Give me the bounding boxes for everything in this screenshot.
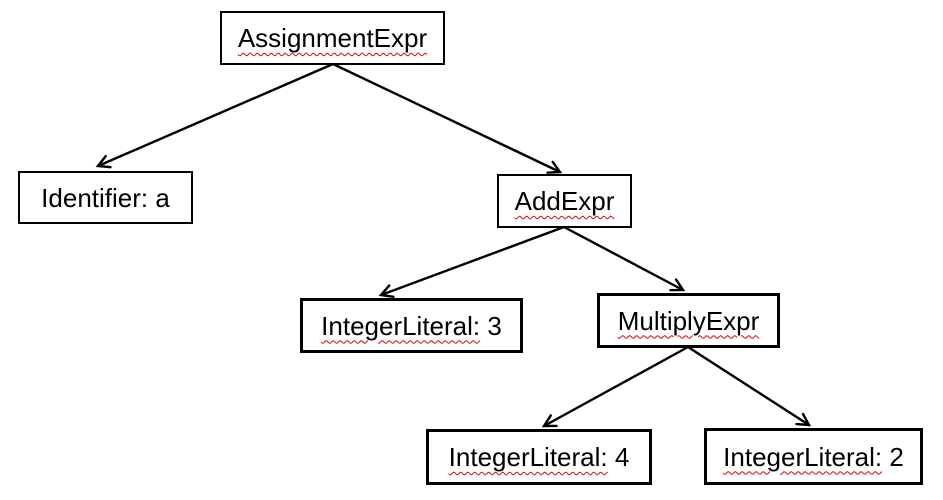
node-label-misspelled: AssignmentExpr bbox=[237, 23, 428, 53]
tree-node-multiplyexpr: MultiplyExpr bbox=[597, 293, 780, 348]
node-label-misspelled: IntegerLiteral: bbox=[448, 442, 608, 472]
node-label: 2 bbox=[882, 441, 904, 472]
node-label-misspelled: IntegerLiteral: bbox=[723, 441, 883, 472]
edge-multiplyexpr-integerliteral-2 bbox=[687, 345, 812, 427]
node-label: Identifier: a bbox=[41, 182, 170, 213]
tree-node-integerliteral-4: IntegerLiteral: 4 bbox=[426, 429, 652, 485]
edge-multiplyexpr-integerliteral-4 bbox=[541, 345, 689, 428]
tree-node-integerliteral-2: IntegerLiteral: 2 bbox=[704, 428, 923, 485]
tree-node-identifier-a: Identifier: a bbox=[18, 171, 193, 224]
edge-addexpr-integerliteral-3 bbox=[378, 225, 565, 298]
edge-assignmentexpr-identifier-a bbox=[95, 62, 334, 169]
node-label: 4 bbox=[607, 442, 630, 472]
tree-node-integerliteral-3: IntegerLiteral: 3 bbox=[300, 298, 523, 353]
node-label: 3 bbox=[480, 310, 502, 341]
tree-node-addexpr: AddExpr bbox=[497, 174, 632, 228]
node-label-misspelled: AddExpr bbox=[514, 186, 615, 216]
tree-node-assignmentexpr: AssignmentExpr bbox=[220, 11, 445, 65]
node-label-misspelled: IntegerLiteral: bbox=[321, 310, 481, 341]
edge-assignmentexpr-addexpr bbox=[332, 62, 563, 174]
edge-addexpr-multiplyexpr bbox=[563, 225, 686, 292]
node-label-misspelled: MultiplyExpr bbox=[617, 305, 760, 336]
